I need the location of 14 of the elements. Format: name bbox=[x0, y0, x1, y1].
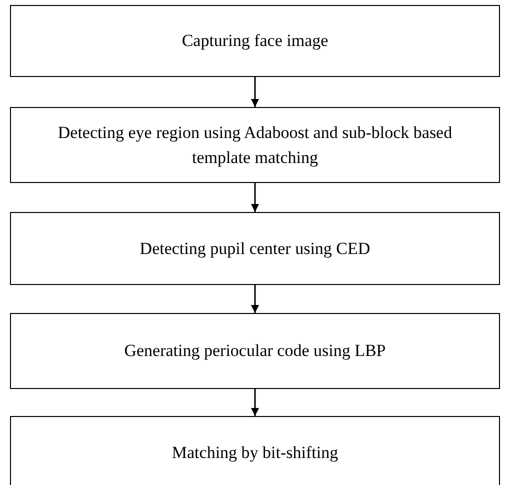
process-box bbox=[10, 416, 500, 485]
step-text: Capturing face image bbox=[180, 30, 330, 52]
process-box bbox=[10, 313, 500, 389]
process-box bbox=[10, 5, 500, 77]
arrow bbox=[251, 183, 259, 212]
arrow bbox=[251, 389, 259, 416]
process-box bbox=[10, 212, 500, 285]
step-text: Matching by bit-shifting bbox=[170, 442, 340, 464]
process-box bbox=[10, 107, 500, 183]
step-text: Detecting pupil center using CED bbox=[138, 238, 372, 260]
step-text: Detecting eye region using Adaboost and sub-block based template matching bbox=[56, 122, 454, 169]
step-text: Generating periocular code using LBP bbox=[123, 340, 387, 362]
arrow bbox=[251, 285, 259, 313]
arrow bbox=[251, 77, 259, 107]
